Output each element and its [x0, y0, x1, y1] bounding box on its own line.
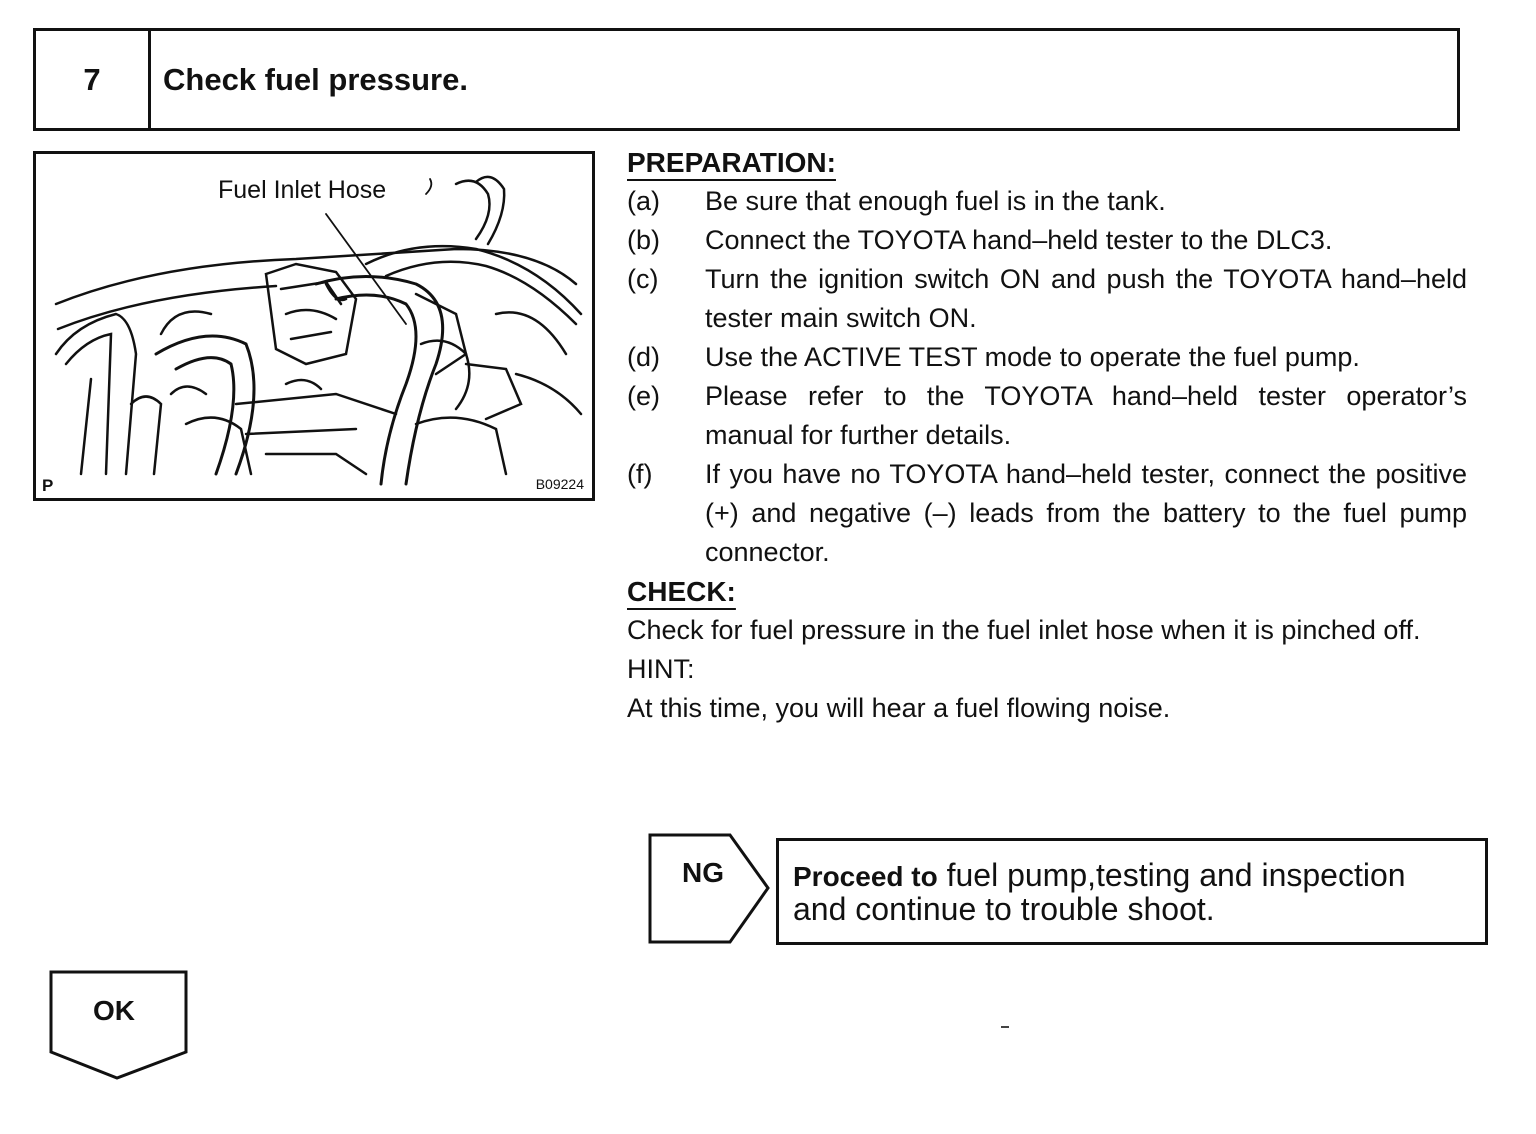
engine-bay-line-drawing	[54, 175, 583, 486]
preparation-heading: PREPARATION:	[627, 147, 836, 178]
ng-action-line2: and continue to trouble shoot	[793, 891, 1206, 927]
step-number: 7	[36, 31, 151, 128]
prep-item: (e) Please refer to the TOYOTA hand–held…	[627, 377, 1467, 455]
prep-item-label: (c)	[627, 264, 659, 294]
figure-code: B09224	[535, 476, 584, 492]
prep-item: (c) Turn the ignition switch ON and push…	[627, 260, 1467, 338]
ok-arrow-icon	[49, 970, 188, 1080]
figure-callout-label: Fuel Inlet Hose	[216, 176, 389, 205]
instructions: PREPARATION: (a) Be sure that enough fue…	[627, 143, 1467, 728]
prep-item-text: If you have no TOYOTA hand–held tester, …	[705, 459, 1467, 567]
ng-action-box: Proceed to fuel pump,testing and inspect…	[776, 838, 1488, 945]
prep-item-text: Be sure that enough fuel is in the tank.	[705, 186, 1166, 216]
ng-arrow-icon	[648, 833, 770, 944]
ng-action-bold: Proceed to	[793, 861, 938, 892]
prep-item-label: (f)	[627, 459, 653, 489]
prep-item-label: (b)	[627, 225, 660, 255]
prep-item-text: Turn the ignition switch ON and push the…	[705, 264, 1467, 333]
prep-item-text: Use the ACTIVE TEST mode to operate the …	[705, 342, 1360, 372]
ng-action-end: .	[1205, 891, 1215, 927]
prep-item: (b) Connect the TOYOTA hand–held tester …	[627, 221, 1467, 260]
hint-text: At this time, you will hear a fuel flowi…	[627, 693, 1171, 723]
check-text: Check for fuel pressure in the fuel inle…	[627, 615, 1421, 645]
figure-corner-mark: P	[42, 476, 54, 495]
fuel-inlet-hose-illustration: Fuel Inlet Hose P B09224	[33, 151, 595, 501]
prep-item: (f) If you have no TOYOTA hand–held test…	[627, 455, 1467, 572]
prep-item-text: Connect the TOYOTA hand–held tester to t…	[705, 225, 1333, 255]
prep-item-text: Please refer to the TOYOTA hand–held tes…	[705, 381, 1467, 450]
ok-label: OK	[93, 995, 135, 1026]
ng-label: NG	[682, 857, 724, 888]
ng-action-line1: fuel pump,testing and inspection	[937, 857, 1406, 893]
check-heading: CHECK:	[627, 576, 736, 607]
prep-item: (d) Use the ACTIVE TEST mode to operate …	[627, 338, 1467, 377]
prep-item: (a) Be sure that enough fuel is in the t…	[627, 182, 1467, 221]
step-title: Check fuel pressure.	[163, 61, 468, 97]
step-header: 7 Check fuel pressure.	[33, 28, 1460, 131]
prep-item-label: (e)	[627, 381, 660, 411]
prep-item-label: (a)	[627, 186, 660, 216]
prep-item-label: (d)	[627, 342, 660, 372]
stray-mark	[1001, 1026, 1009, 1028]
hint-label: HINT:	[627, 654, 695, 684]
